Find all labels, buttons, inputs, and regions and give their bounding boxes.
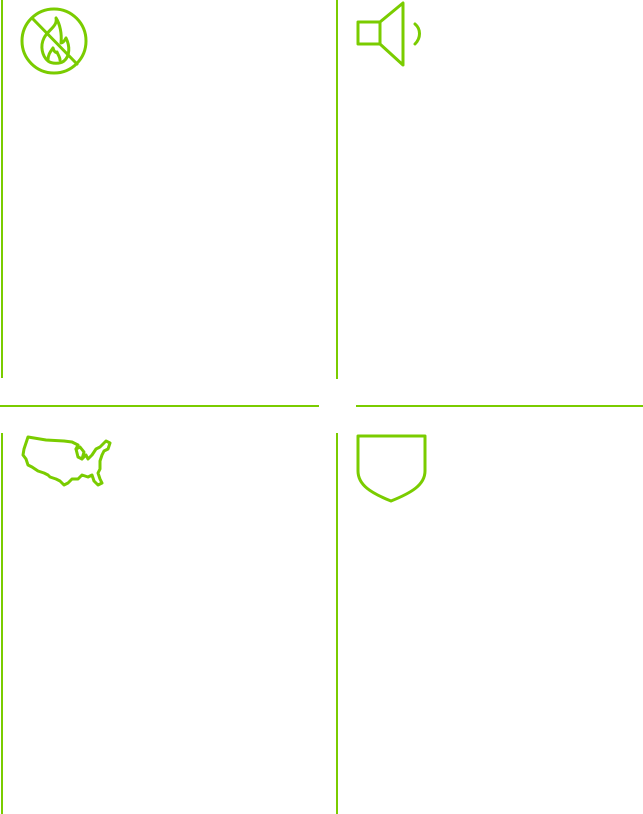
divider-horizontal-right [356,405,643,407]
usa-map-icon [20,435,112,495]
divider-left-top [1,0,3,378]
divider-left-bottom [1,433,3,814]
panel-bottom-left [3,433,336,814]
speaker-icon [355,0,423,68]
panel-top-left [3,0,336,379]
shield-icon [355,433,427,503]
divider-center-top [336,0,338,379]
panel-bottom-right [338,433,643,814]
panel-top-right [338,0,643,379]
divider-center-bottom [336,433,338,814]
no-fire-icon [18,7,92,75]
divider-horizontal-left [0,405,319,407]
